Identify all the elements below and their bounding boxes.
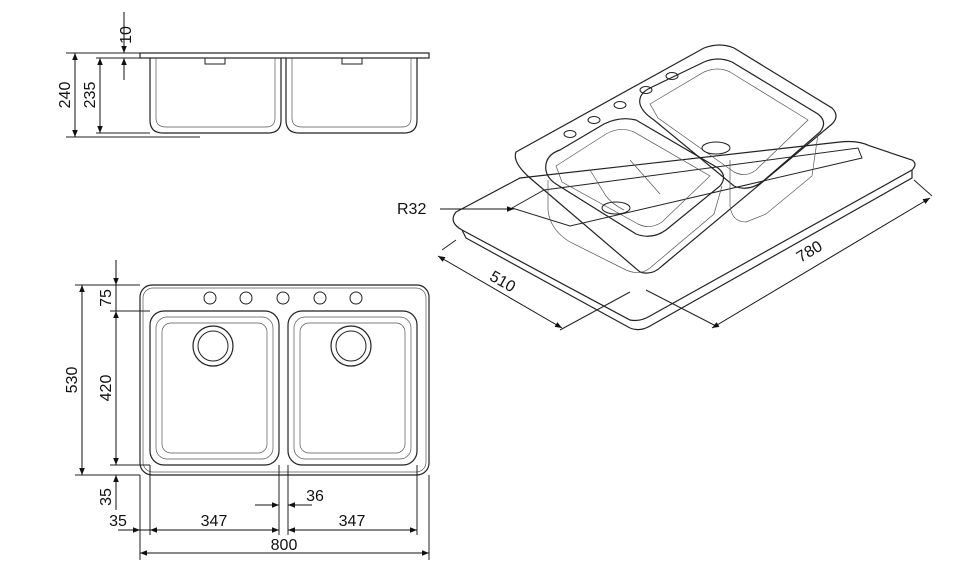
iso-tap-hole bbox=[563, 130, 577, 138]
iso-sink-rim bbox=[514, 44, 837, 274]
dim-side-margin: 35 bbox=[109, 513, 127, 530]
iso-tap-hole bbox=[613, 101, 627, 109]
iso-right-drain bbox=[701, 141, 731, 155]
plan-right-bowl bbox=[287, 310, 418, 466]
iso-right-bowl bbox=[639, 58, 825, 189]
dim-bowl-length: 420 bbox=[98, 375, 115, 402]
iso-tap-hole bbox=[639, 86, 653, 94]
dim-divider-width: 36 bbox=[306, 488, 324, 505]
side-elevation-view bbox=[66, 12, 430, 138]
side-flange bbox=[139, 52, 430, 59]
left-drain bbox=[192, 325, 234, 367]
dim-total-depth: 530 bbox=[64, 367, 81, 394]
side-left-bowl bbox=[149, 58, 282, 134]
iso-tap-hole bbox=[587, 116, 601, 124]
right-drain bbox=[330, 325, 372, 367]
tap-hole bbox=[276, 291, 290, 305]
iso-left-bowl bbox=[545, 118, 725, 237]
dim-front-margin: 35 bbox=[98, 488, 115, 506]
dim-deck-depth: 75 bbox=[98, 289, 115, 307]
dim-bowl-depth: 235 bbox=[82, 82, 99, 109]
dim-total-width: 800 bbox=[271, 537, 298, 554]
iso-tap-hole bbox=[665, 72, 679, 80]
tap-hole bbox=[239, 291, 253, 305]
tap-hole bbox=[313, 291, 327, 305]
tap-hole bbox=[203, 291, 217, 305]
plan-left-bowl bbox=[149, 310, 280, 466]
worktop-slab bbox=[452, 140, 916, 322]
side-right-bowl bbox=[285, 58, 418, 134]
dim-overall-depth: 240 bbox=[57, 82, 74, 109]
dim-corner-radius: R32 bbox=[397, 201, 426, 218]
dim-flange-thickness: 10 bbox=[118, 26, 135, 44]
dim-bowl-width-right: 347 bbox=[339, 513, 366, 530]
plan-outline bbox=[139, 284, 430, 476]
isometric-view bbox=[437, 44, 933, 331]
dim-bowl-width-left: 347 bbox=[201, 513, 228, 530]
tap-hole bbox=[349, 291, 363, 305]
cutout-outline bbox=[510, 147, 863, 227]
dim-cutout-depth: 510 bbox=[486, 268, 518, 296]
top-plan-view bbox=[75, 260, 430, 560]
iso-left-drain bbox=[601, 201, 631, 215]
